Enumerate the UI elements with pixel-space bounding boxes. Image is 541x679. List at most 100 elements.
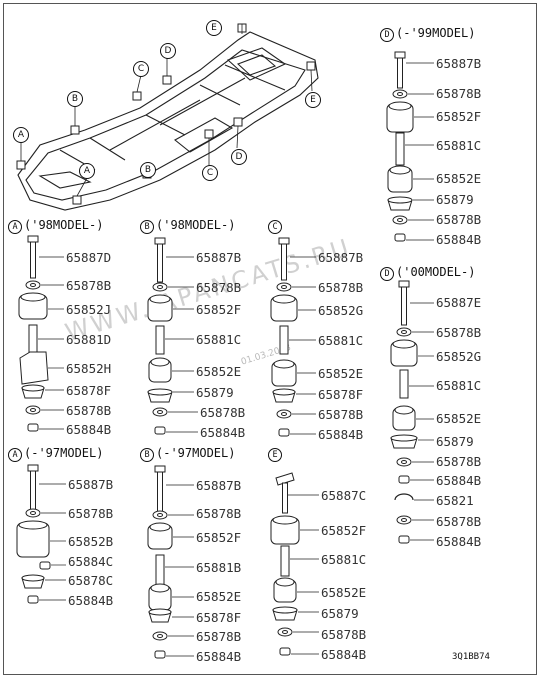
retainer-rim (272, 388, 296, 396)
retainer-rim (272, 606, 298, 614)
washer-hole (281, 412, 287, 416)
bolt-head (27, 464, 39, 472)
part-number: 65878B (318, 280, 364, 295)
part-number: 65887B (196, 250, 242, 265)
part-number: 65852F (321, 523, 367, 538)
washer-hole (401, 518, 407, 522)
diagram-frame (3, 3, 537, 675)
cushion-top (389, 165, 411, 175)
part-number: 65878B (436, 454, 482, 469)
callout-c: C (133, 61, 149, 77)
bolt-shaft (281, 243, 287, 281)
part-number: 65884B (321, 647, 367, 662)
washer-hole (282, 630, 288, 634)
cushion-top (150, 583, 170, 593)
diagram-code: 3Q1BB74 (452, 652, 490, 662)
part-number: 65879 (321, 606, 359, 621)
washer-hole (157, 285, 163, 289)
callout-d: D (231, 149, 247, 165)
part-number: 65852H (66, 361, 112, 376)
bolt-head (394, 51, 406, 59)
part-number: 65887B (68, 477, 114, 492)
cushion-top (394, 405, 414, 415)
part-number: 65887D (66, 250, 112, 265)
retainer-rim (21, 574, 45, 582)
cushion-top (388, 101, 412, 111)
part-number: 65878B (196, 280, 242, 295)
part-number: 65879 (196, 385, 234, 400)
cushion-top (272, 515, 298, 525)
washer-hole (157, 513, 163, 517)
part-number: 65878C (68, 573, 114, 588)
part-number: 65852E (436, 411, 482, 426)
part-number: 65878B (200, 405, 246, 420)
washer-hole (281, 285, 287, 289)
part-number: 65881C (321, 552, 367, 567)
part-number: 65878B (66, 278, 112, 293)
bracket-plate (275, 472, 295, 486)
sleeve (155, 554, 165, 586)
part-number: 65881C (436, 378, 482, 393)
sleeve (395, 132, 405, 166)
group-header: A('98MODEL-) (8, 218, 103, 234)
part-number: 65887E (436, 295, 482, 310)
nut (398, 475, 410, 484)
cushion-top (275, 577, 295, 587)
sleeve (280, 545, 290, 577)
group-header: E (268, 446, 284, 462)
group-header: A(-'97MODEL) (8, 446, 103, 462)
part-number: 65879 (436, 434, 474, 449)
bolt-head (27, 235, 39, 243)
sleeve (28, 324, 38, 354)
bolt-shaft (282, 482, 288, 514)
washer-hole (401, 330, 407, 334)
nut (154, 650, 166, 659)
part-number: 65884B (68, 593, 114, 608)
cushion-top (149, 522, 171, 532)
washer-hole (397, 92, 403, 96)
part-number: 65878F (318, 387, 364, 402)
retainer-rim (21, 384, 45, 392)
bolt-head (398, 280, 410, 288)
snap-ring (394, 493, 414, 501)
part-number: 65878B (436, 325, 482, 340)
group-header: B('98MODEL-) (140, 218, 235, 234)
part-number: 65887B (318, 250, 364, 265)
nut (27, 423, 39, 432)
part-number: 65852E (196, 364, 242, 379)
nut (154, 426, 166, 435)
callout-e: E (206, 20, 222, 36)
washer-hole (157, 634, 163, 638)
part-number: 65852J (66, 302, 112, 317)
cushion (19, 351, 49, 385)
part-number: 65821 (436, 493, 474, 508)
part-number: 65878B (321, 627, 367, 642)
callout-b: B (67, 91, 83, 107)
sleeve (155, 325, 165, 355)
part-number: 65887B (436, 56, 482, 71)
nut (279, 647, 291, 656)
sleeve (399, 369, 409, 399)
sleeve (279, 325, 289, 355)
part-number: 65852E (196, 589, 242, 604)
retainer-rim (147, 388, 173, 396)
cushion-top (18, 520, 48, 530)
bolt-shaft (397, 57, 403, 89)
washer-hole (30, 408, 36, 412)
part-number: 65878F (196, 610, 242, 625)
nut (278, 428, 290, 437)
part-number: 65881B (196, 560, 242, 575)
group-header: D('00MODEL-) (380, 265, 475, 281)
part-number: 65878B (436, 86, 482, 101)
part-number: 65878B (436, 514, 482, 529)
group-header: C (268, 218, 284, 234)
part-number: 65852F (436, 109, 482, 124)
washer-hole (30, 511, 36, 515)
part-number: 65852E (321, 585, 367, 600)
part-number: 65884B (436, 232, 482, 247)
part-number: 65878B (66, 403, 112, 418)
part-number: 65884B (196, 649, 242, 664)
bolt-shaft (30, 241, 36, 279)
callout-e: E (305, 92, 321, 108)
